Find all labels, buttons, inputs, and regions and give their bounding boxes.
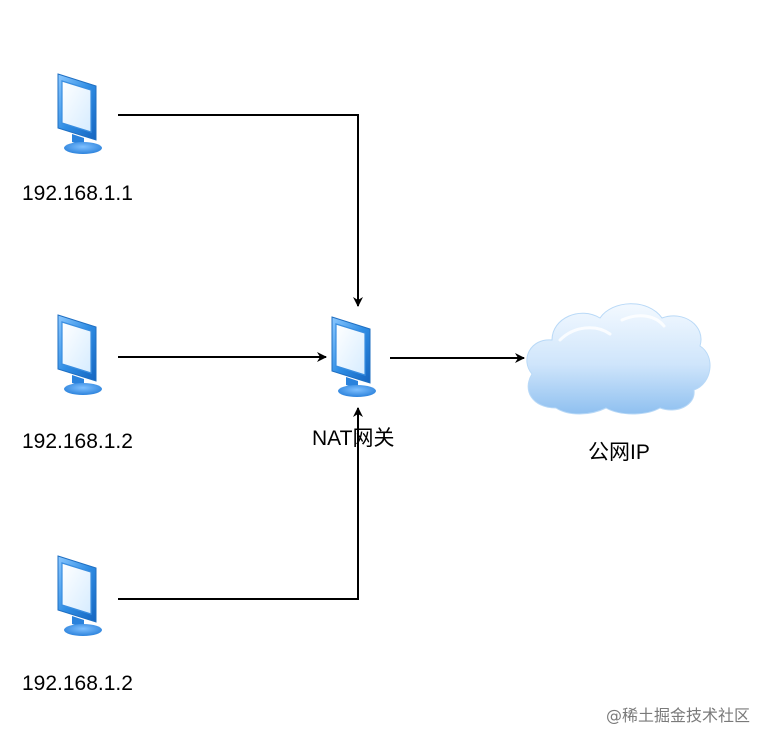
computer-monitor-icon <box>57 555 103 637</box>
computer-monitor-icon <box>57 73 103 155</box>
node-label-host2: 192.168.1.2 <box>22 430 133 453</box>
node-label-host3: 192.168.1.2 <box>22 672 133 695</box>
computer-monitor-icon <box>57 314 103 396</box>
watermark: @稀土掘金技术社区 <box>606 706 751 725</box>
connector-host1-to-gateway <box>118 114 363 307</box>
connector-host3-to-gateway <box>118 407 363 600</box>
node-label-host1: 192.168.1.1 <box>22 182 133 205</box>
node-label-gateway: NAT网关 <box>312 427 395 450</box>
node-label-internet: 公网IP <box>588 441 650 464</box>
computer-monitor-icon <box>331 316 377 398</box>
cloud-icon <box>526 303 711 415</box>
